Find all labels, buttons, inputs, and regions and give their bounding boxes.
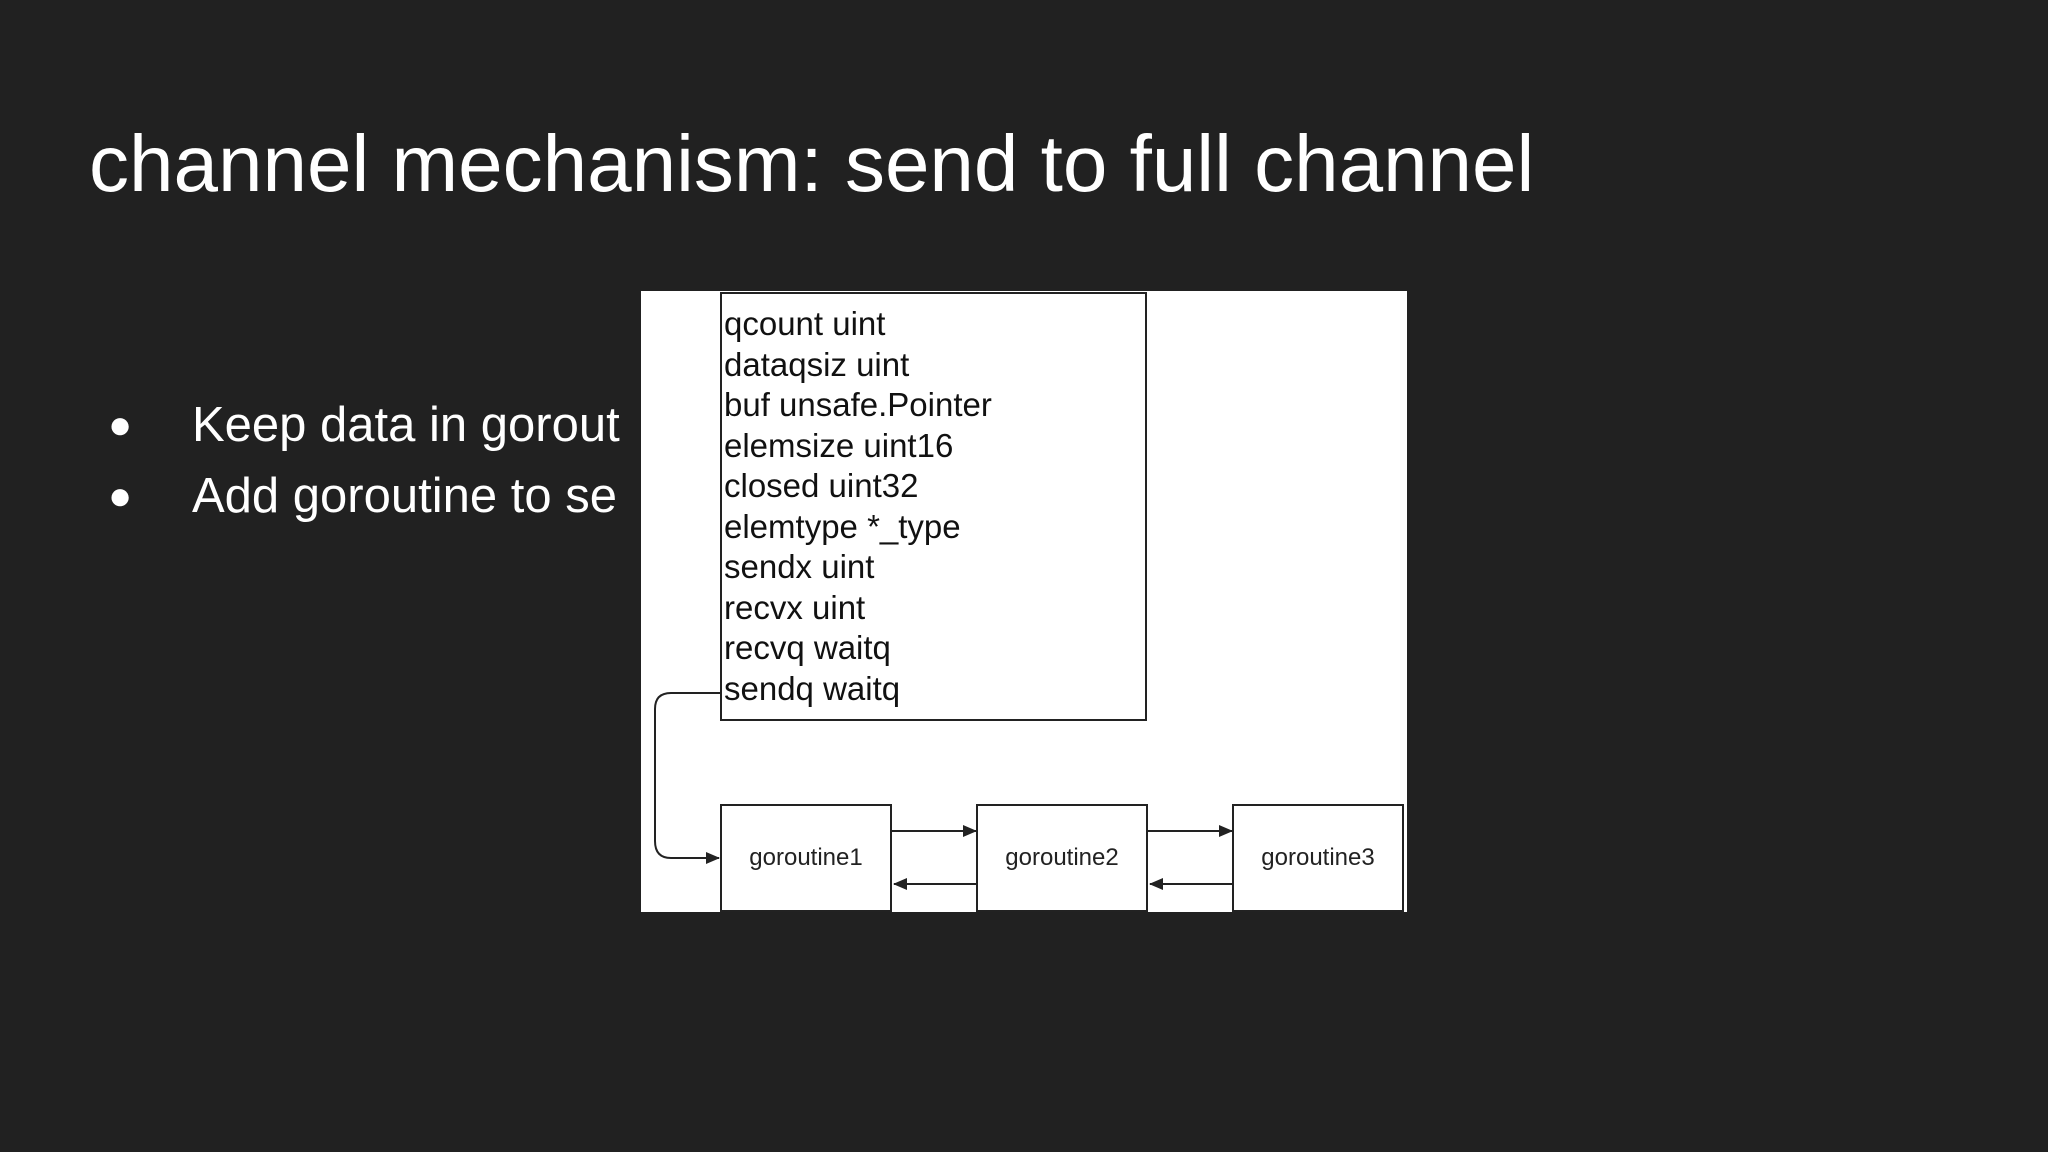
hchan-field: recvx uint bbox=[724, 588, 866, 626]
goroutine2-box: goroutine2 bbox=[976, 804, 1148, 912]
hchan-diagram: qcount uint dataqsiz uint buf unsafe.Poi… bbox=[641, 291, 1407, 912]
hchan-field: elemsize uint16 bbox=[724, 426, 954, 464]
hchan-struct-box: qcount uint dataqsiz uint buf unsafe.Poi… bbox=[720, 292, 1147, 721]
hchan-field: qcount uint bbox=[724, 305, 886, 342]
bullet-dot-icon: ● bbox=[108, 403, 133, 447]
diagram-connectors bbox=[654, 692, 1233, 890]
hchan-field: elemtype *_type bbox=[724, 507, 961, 545]
hchan-field: sendq waitq bbox=[724, 669, 901, 707]
hchan-field: closed uint32 bbox=[724, 467, 919, 504]
hchan-field: sendx uint bbox=[724, 548, 875, 585]
bullet-dot-icon: ● bbox=[108, 474, 133, 518]
hchan-field: recvq waitq bbox=[724, 629, 891, 666]
bullet-item: ● Add goroutine to se bbox=[108, 461, 620, 532]
bullet-text: Add goroutine to se bbox=[192, 469, 617, 523]
bullet-text: Keep data in gorout bbox=[192, 398, 620, 452]
sendq-link-arrow bbox=[654, 692, 720, 864]
goroutine3-box: goroutine3 bbox=[1232, 804, 1404, 912]
hchan-field: dataqsiz uint bbox=[724, 345, 910, 383]
hchan-field: buf unsafe.Pointer bbox=[724, 386, 992, 423]
bullet-item: ● Keep data in gorout bbox=[108, 390, 620, 461]
slide-title: channel mechanism: send to full channel bbox=[89, 119, 1535, 208]
bullet-list: ● Keep data in gorout ● Add goroutine to s… bbox=[108, 390, 620, 532]
goroutine1-box: goroutine1 bbox=[720, 804, 892, 912]
